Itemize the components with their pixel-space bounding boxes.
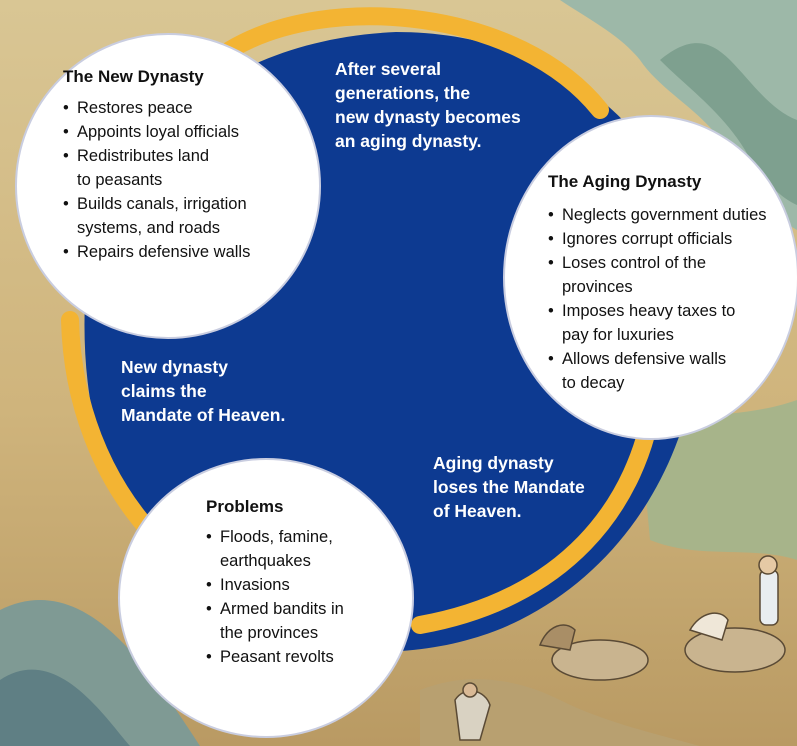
aging-dynasty-list: Neglects government dutiesIgnores corrup… [548,203,767,395]
caption-problems-to-new: New dynasty claims the Mandate of Heaven… [121,357,286,425]
list-item-continuation: the provinces [220,624,319,642]
list-item: Redistributes land [63,144,250,168]
list-item: Repairs defensive walls [63,240,250,264]
list-item: Appoints loyal officials [63,120,250,144]
caption-aging-to-problems: Aging dynasty loses the Mandate of Heave… [433,453,585,521]
list-item: Imposes heavy taxes to [548,299,767,323]
list-item-continuation: to peasants [77,171,163,189]
arrow-new-to-aging [221,7,609,119]
list-item-continuation: provinces [562,278,633,296]
list-item: Floods, famine, [206,525,344,549]
caption-new-to-aging: After several generations, the new dynas… [335,59,521,151]
list-item: Allows defensive walls [548,347,767,371]
list-item-continuation: to decay [562,374,625,392]
arrow-problems-to-new [61,311,167,549]
aging-dynasty-circle [503,115,797,440]
list-item: Ignores corrupt officials [548,227,767,251]
aging-dynasty-title: The Aging Dynasty [548,172,702,191]
list-item: Peasant revolts [206,645,344,669]
list-item: Invasions [206,573,344,597]
list-item: Restores peace [63,96,250,120]
list-item-continuation: systems, and roads [77,219,221,237]
list-item: Builds canals, irrigation [63,192,250,216]
problems-title: Problems [206,497,284,516]
new-dynasty-circle [15,33,321,339]
new-dynasty-list: Restores peaceAppoints loyal officialsRe… [63,96,250,264]
list-item: Loses control of the [548,251,767,275]
list-item: Neglects government duties [548,203,767,227]
problems-list: Floods, famine, earthquakesInvasionsArmed… [206,525,344,669]
list-item-continuation: earthquakes [220,552,311,570]
list-item: Armed bandits in [206,597,344,621]
new-dynasty-title: The New Dynasty [63,67,204,86]
horses-and-riders-illustration [454,555,786,741]
list-item-continuation: pay for luxuries [562,326,674,344]
